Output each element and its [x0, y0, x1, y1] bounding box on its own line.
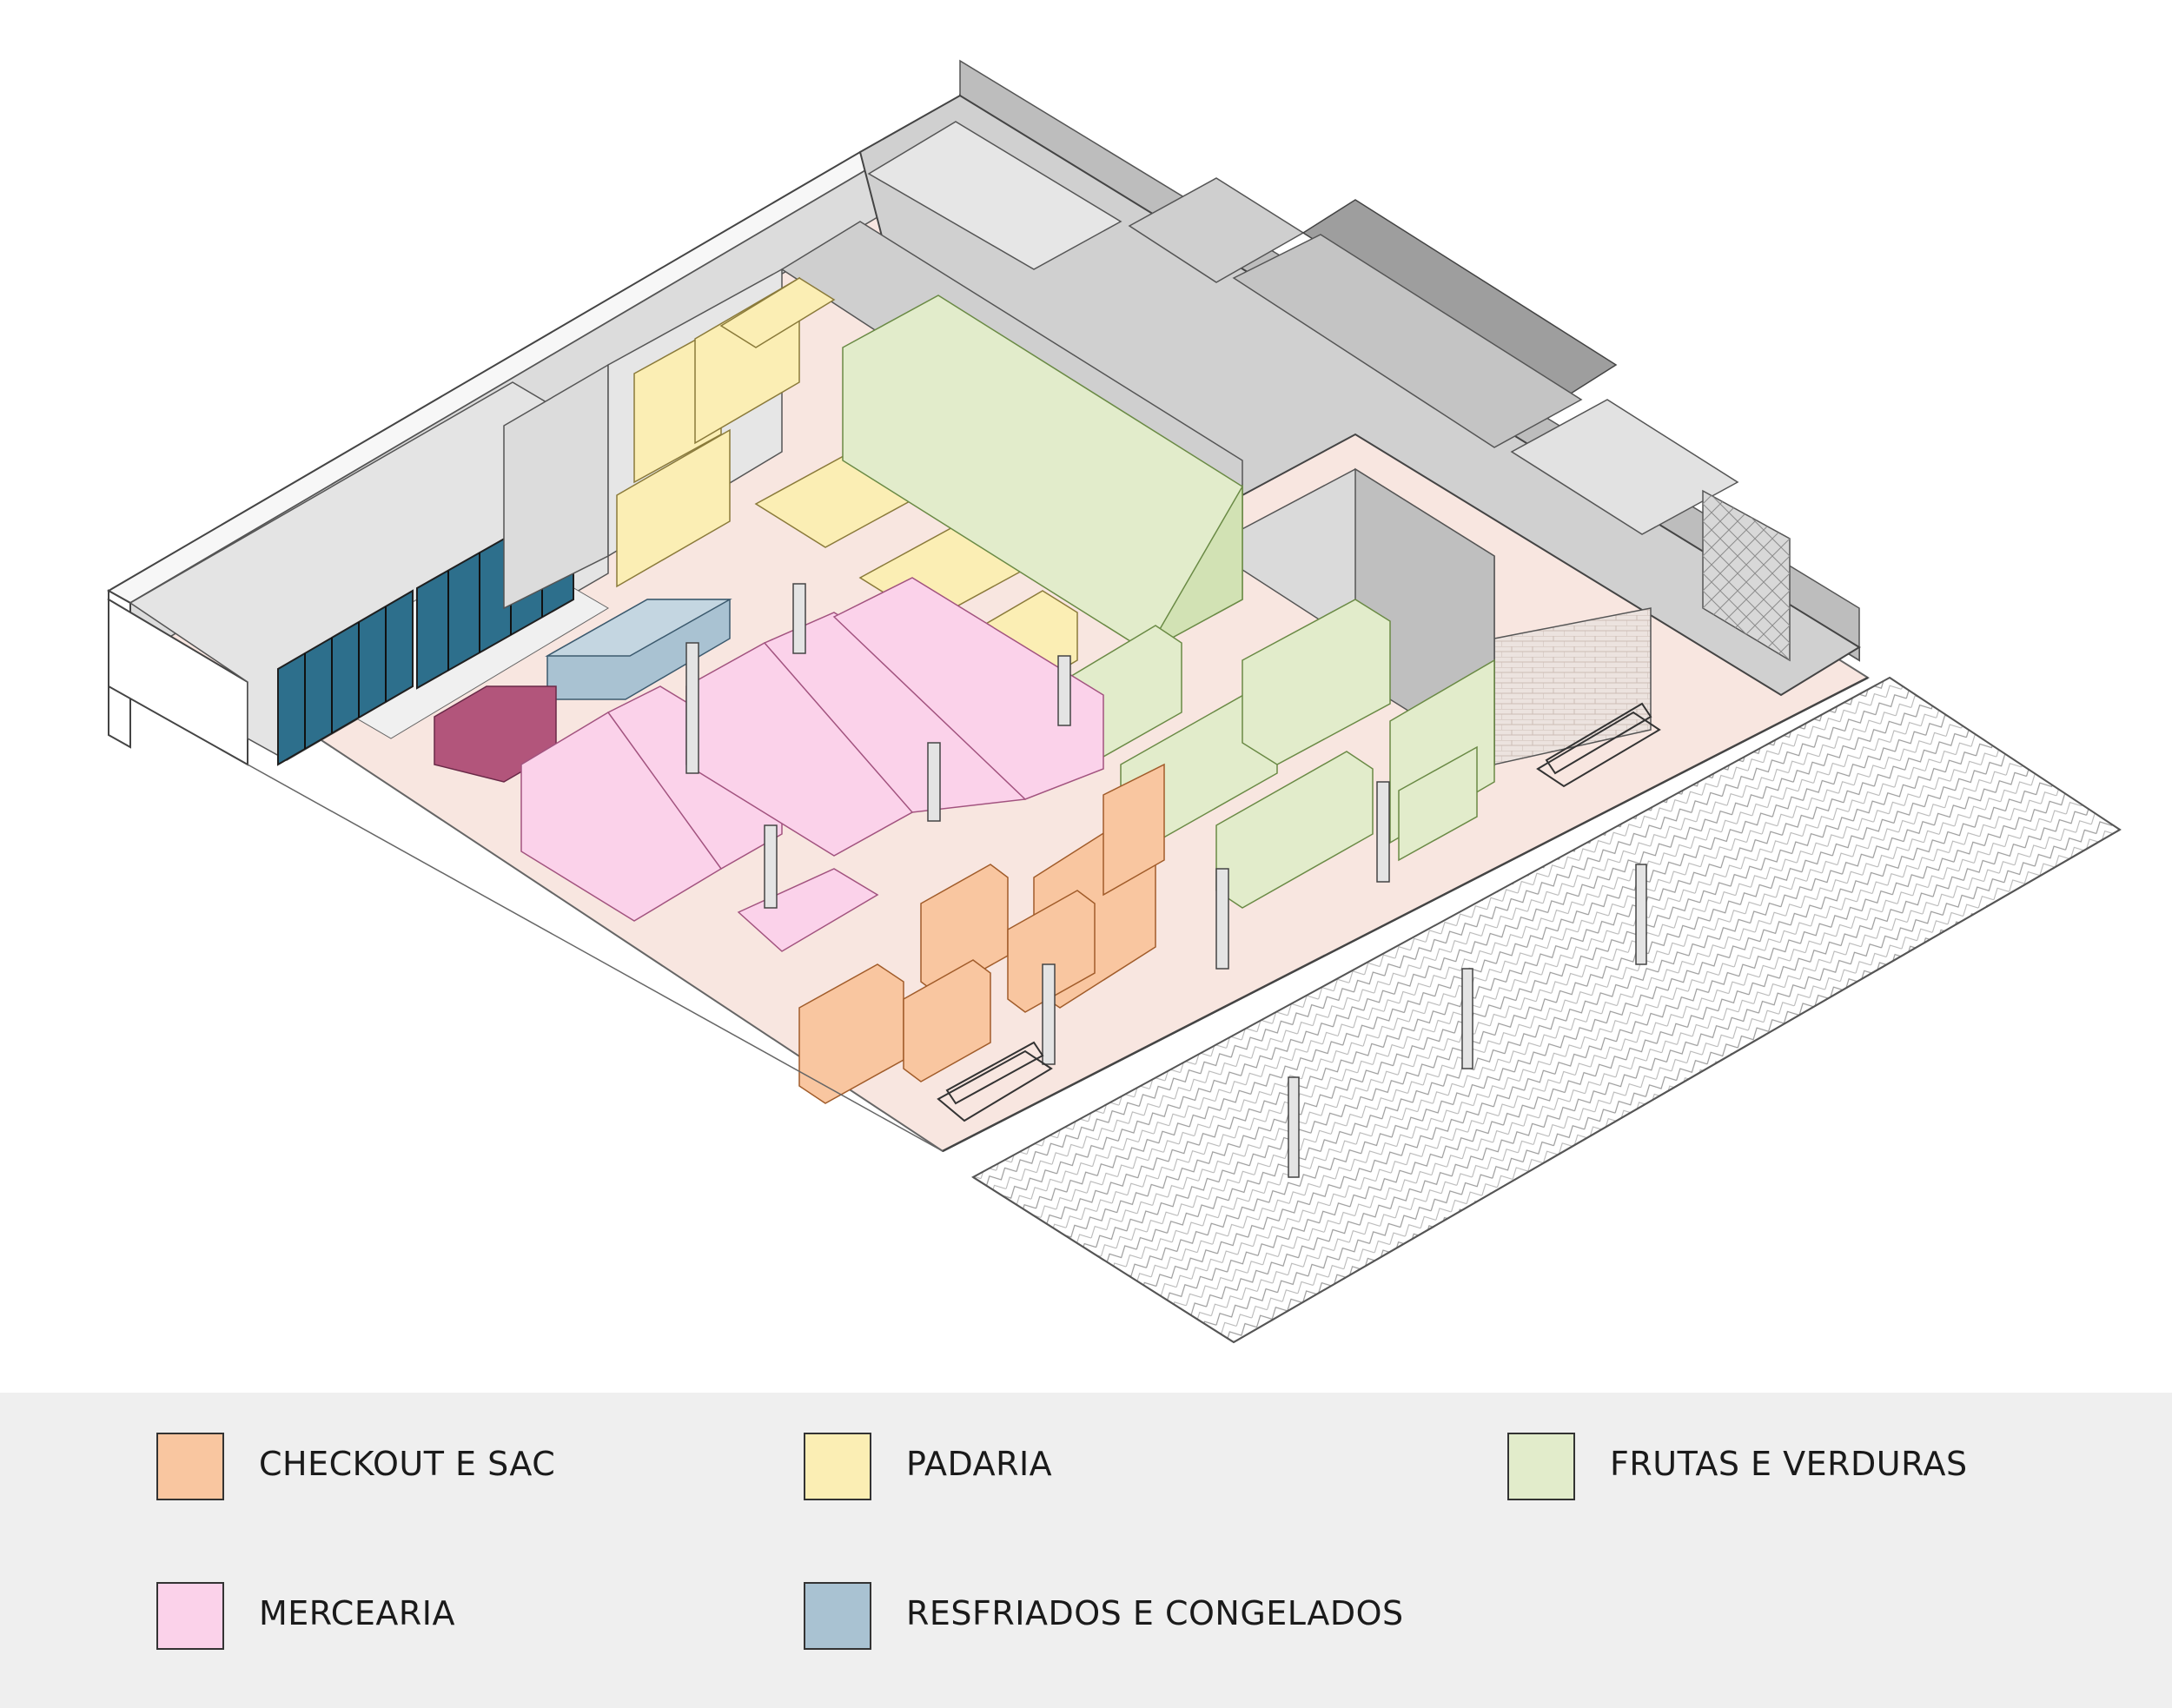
legend-label-mercearia: MERCEARIA	[259, 1594, 455, 1632]
legend-swatch-frutas	[1507, 1433, 1575, 1500]
legend-swatch-mercearia	[156, 1582, 224, 1650]
freezer-doors-1	[277, 589, 414, 766]
legend-swatch-checkout	[156, 1433, 224, 1500]
checkout-area	[798, 763, 1165, 1104]
legend-swatch-resfriados	[804, 1582, 871, 1650]
plan-drawing	[106, 59, 2122, 1344]
isometric-floor-plan	[106, 59, 2122, 1344]
legend: CHECKOUT E SAC PADARIA FRUTAS E VERDURAS…	[0, 1393, 2172, 1708]
legend-label-frutas: FRUTAS E VERDURAS	[1610, 1445, 1968, 1483]
legend-swatch-padaria	[804, 1433, 871, 1500]
legend-label-checkout: CHECKOUT E SAC	[259, 1445, 556, 1483]
legend-label-resfriados: RESFRIADOS E CONGELADOS	[906, 1594, 1404, 1632]
front-wall-line	[942, 676, 1869, 1153]
grocery-area	[434, 577, 1104, 952]
shopping-carts	[937, 702, 1661, 1122]
legend-label-padaria: PADARIA	[906, 1445, 1053, 1483]
structural-columns	[685, 583, 1647, 1178]
